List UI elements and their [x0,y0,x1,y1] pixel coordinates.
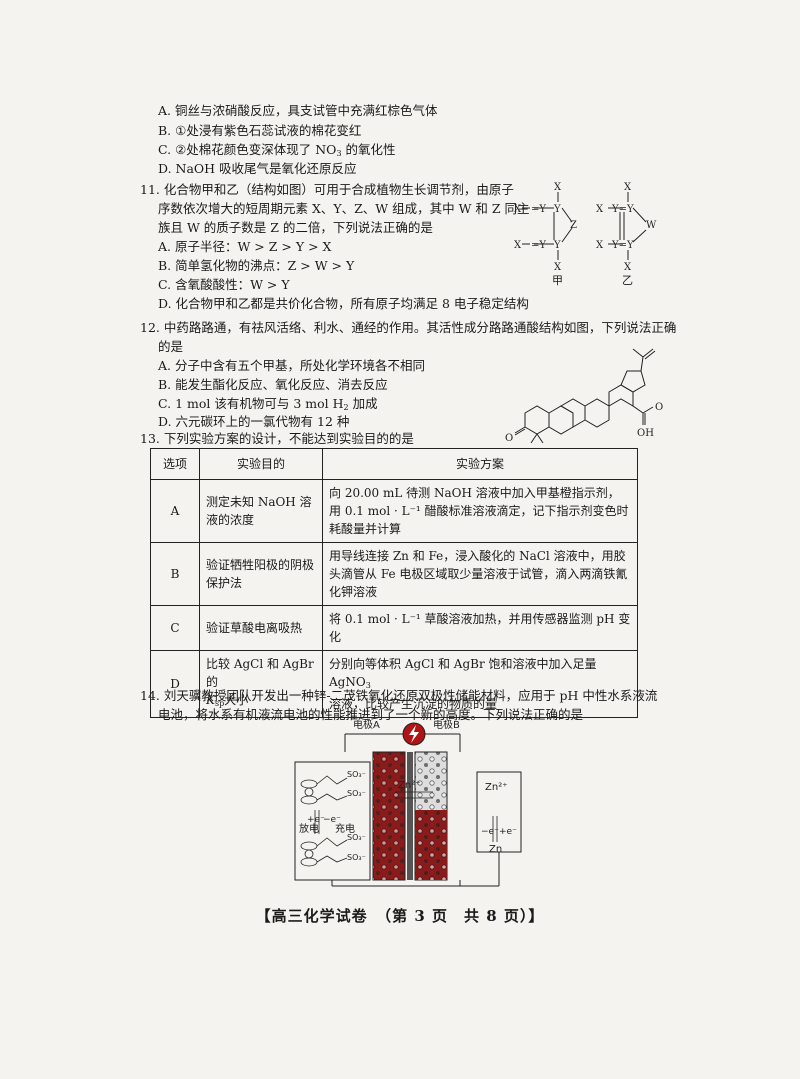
q12-option-a: A. 分子中含有五个甲基，所处化学环境各不相同 [158,358,425,373]
q11-stem-line2: 序数依次增大的短周期元素 X、Y、Z、W 组成，其中 W 和 Z 同主 [158,201,530,216]
electrode-a-label: 电极A [353,720,380,731]
table-cell-plan: 用导线连接 Zn 和 Fe，浸入酸化的 NaCl 溶液中，用胶头滴管从 Fe 电… [322,542,638,606]
svg-text:Y=Y: Y=Y [611,204,634,215]
page-footer: 【高三化学试卷 （第 3 页 共 8 页）】 [255,907,545,925]
so3-label: SO₃⁻ [347,833,366,842]
svg-text:X: X [624,182,632,193]
q10-option-c: C. ②处棉花颜色变深体现了 NO3 的氧化性 [158,142,396,158]
q11-option-d: D. 化合物甲和乙都是共价化合物，所有原子均满足 8 电子稳定结构 [158,296,529,311]
q12-option-d: D. 六元碳环上的一氯代物有 12 种 [158,414,350,429]
table-cell-goal: 验证草酸电离吸热 [199,605,323,651]
svg-text:=Y: =Y [531,240,546,251]
q12-stem-line1: 12. 中药路路通，有祛风活络、利水、通经的作用。其活性成分路路通酸结构如图，下… [140,320,677,335]
q12-label-oh: OH [637,428,654,439]
svg-text:Y=Y: Y=Y [611,240,634,251]
q11-option-c: C. 含氧酸酸性：W > Y [158,277,290,292]
minus-e-label-right: −e⁻ [481,827,499,837]
table-cell-option: C [150,605,200,651]
table-header: 实验方案 [322,448,638,480]
plus-e-label-right: +e⁻ [499,827,517,837]
svg-text:=Y: =Y [531,204,546,215]
table-cell-goal: 测定未知 NaOH 溶液的浓度 [199,479,323,543]
plus-e-label: +e⁻ [307,815,325,825]
discharge-label: 放电 [299,822,319,835]
q12-stem-line2: 的是 [158,339,184,354]
svg-text:Z: Z [570,220,577,231]
zn2-label-center: Zn²⁺ [398,780,420,791]
svg-text:X: X [596,204,604,215]
table-cell-plan: 向 20.00 mL 待测 NaOH 溶液中加入甲基橙指示剂，用 0.1 mol… [322,479,638,543]
q11-option-a: A. 原子半径：W > Z > Y > X [158,239,332,254]
q10-option-a: A. 铜丝与浓硝酸反应，具支试管中充满红棕色气体 [158,103,438,118]
q11-stem-line1: 11. 化合物甲和乙（结构如图）可用于合成植物生长调节剂，由原子 [140,182,514,197]
svg-text:X: X [554,182,562,193]
q11-stem-line3: 族且 W 的质子数是 Z 的二倍，下列说法正确的是 [158,220,433,235]
table-cell-option: A [150,479,200,543]
table-header: 选项 [150,448,200,480]
charge-label: 充电 [335,822,355,835]
q13-stem: 13. 下列实验方案的设计，不能达到实验目的的是 [140,431,414,446]
svg-text:X: X [514,240,522,251]
table-row: B 验证牺牲阳极的阴极保护法 用导线连接 Zn 和 Fe，浸入酸化的 NaCl … [150,542,638,606]
svg-text:X: X [596,240,604,251]
q11-label-jia: 甲 [552,274,563,287]
q12-option-c: C. 1 mol 该有机物可与 3 mol H2 加成 [158,396,378,412]
so3-label: SO₃⁻ [347,789,366,798]
svg-text:X: X [554,262,562,273]
svg-text:Y: Y [553,240,561,251]
q12-label-o-carbonyl: O [655,402,663,413]
table-cell-plan: 将 0.1 mol · L⁻¹ 草酸溶液加热，并用传感器监测 pH 变化 [322,605,638,651]
table-cell-option: B [150,542,200,606]
table-row: C 验证草酸电离吸热 将 0.1 mol · L⁻¹ 草酸溶液加热，并用传感器监… [150,605,638,651]
q13-experiment-table: 选项 实验目的 实验方案 A 测定未知 NaOH 溶液的浓度 向 20.00 m… [150,448,638,718]
q11-option-b: B. 简单氢化物的沸点：Z > W > Y [158,258,355,273]
so3-label: SO₃⁻ [347,770,366,779]
table-cell-goal: 验证牺牲阳极的阴极保护法 [199,542,323,606]
svg-text:X: X [514,204,522,215]
q14-stem-line1: 14. 刘天骥教授团队开发出一种锌-二茂铁氧化还原双极性储能材料，应用于 pH … [140,688,658,703]
svg-text:Y: Y [553,204,561,215]
zn-label-right: Zn [489,844,502,855]
so3-label: SO₃⁻ [347,853,366,862]
q12-option-b: B. 能发生酯化反应、氧化反应、消去反应 [158,377,388,392]
table-row: A 测定未知 NaOH 溶液的浓度 向 20.00 mL 待测 NaOH 溶液中… [150,479,638,543]
lightning-bolt-glyph [409,725,419,743]
zn2-label-right: Zn²⁺ [485,782,507,793]
q10-option-d: D. NaOH 吸收尾气是氧化还原反应 [158,161,357,176]
q14-stem-line2: 电池，将水系有机液流电池的性能推进到了一个新的高度。下列说法正确的是 [158,707,584,722]
svg-text:X: X [624,262,632,273]
minus-e-label: −e⁻ [323,815,341,825]
table-header-row: 选项 实验目的 实验方案 [150,448,638,480]
svg-text:W: W [646,220,657,231]
q11-label-yi: 乙 [622,274,633,287]
q12-label-o-ketone: O [505,433,513,444]
q12-structure-diagram: O OH O [505,348,663,444]
q11-structures-diagram: X X =Y Y Z X =Y Y X X X Y=Y W X Y=Y X [514,182,657,273]
electrode-b-label: 电极B [433,720,460,731]
q10-option-b: B. ①处浸有紫色石蕊试液的棉花变红 [158,123,362,138]
q14-battery-diagram: SO₃⁻ SO₃⁻ SO₃⁻ SO₃⁻ +e⁻ −e⁻ −e⁻ +e⁻ 电极A … [294,720,522,887]
table-header: 实验目的 [199,448,323,480]
